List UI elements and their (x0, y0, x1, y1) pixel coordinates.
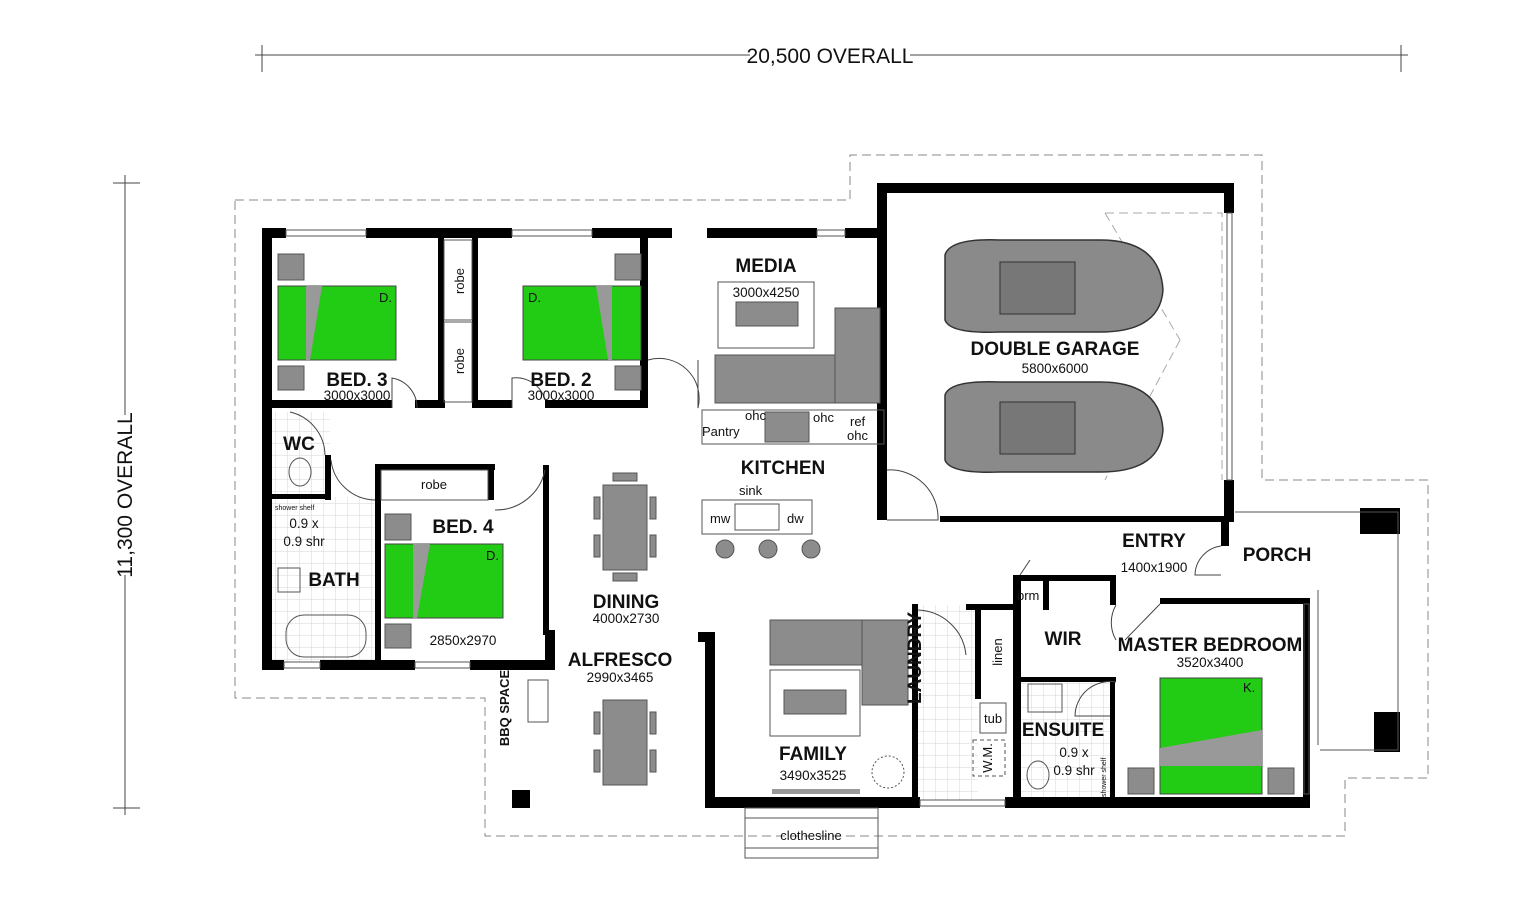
clothesline-label: clothesline (780, 828, 841, 843)
sofa-icon (714, 307, 881, 404)
toilet-icon (1026, 760, 1050, 790)
bed-icon (522, 253, 642, 391)
wm-label: W.M. (980, 743, 995, 773)
bed3-size: 3000x3000 (324, 388, 391, 403)
bed-icon (277, 253, 397, 391)
robe-label: robe (421, 477, 447, 492)
entry-size: 1400x1900 (1121, 560, 1188, 575)
entry-label: ENTRY (1122, 531, 1186, 552)
alfresco-label: ALFRESCO (568, 650, 673, 671)
bath-floor (270, 497, 375, 662)
tv-unit (772, 789, 860, 794)
media-label: MEDIA (735, 256, 797, 277)
master-bed-tag: K. (1243, 680, 1255, 695)
linen-label: linen (990, 638, 1005, 665)
kitchen-label: KITCHEN (741, 458, 825, 479)
bed3-label: BED. 3 (326, 370, 387, 391)
media-size: 3000x4250 (733, 285, 800, 300)
bed4-tag: D. (486, 548, 499, 563)
bed3-tag: D. (379, 290, 392, 305)
wir-label: WIR (1045, 629, 1082, 650)
sink-icon (734, 503, 780, 531)
pantry-label: Pantry (702, 424, 740, 439)
ohc-label: ohc (847, 428, 868, 443)
sofa-icon (769, 619, 909, 706)
garage-label: DOUBLE GARAGE (971, 339, 1140, 360)
alfresco-table-icon (593, 699, 657, 786)
laundry-label: LAUNDRY (905, 611, 926, 704)
bath-shower-shelf: shower shelf (275, 505, 314, 512)
porch-label: PORCH (1243, 545, 1312, 566)
alfresco-size: 2990x3465 (587, 670, 654, 685)
dw-label: dw (787, 511, 804, 526)
ensuite-floor (1015, 680, 1115, 800)
windows (283, 212, 1399, 807)
ohc-label: ohc (745, 408, 766, 423)
robe-bed3 (443, 239, 473, 321)
bbq-label: BBQ SPACE (497, 670, 512, 747)
bed2-size: 3000x3000 (528, 388, 595, 403)
ref-label: ref (850, 414, 866, 429)
ohc-label: ohc (813, 410, 834, 425)
basin-icon (1027, 683, 1063, 713)
bath-label: BATH (308, 570, 359, 591)
robe-label: robe (452, 268, 467, 294)
rug-table-icon (717, 281, 815, 349)
car-icon (944, 381, 1164, 473)
family-size: 3490x3525 (780, 768, 847, 783)
bed-icon (1127, 677, 1295, 795)
wc-label: WC (283, 434, 315, 455)
walls (262, 183, 1400, 808)
dining-label: DINING (593, 592, 660, 613)
wc-floor (270, 412, 330, 497)
bed4-label: BED. 4 (432, 517, 494, 538)
overall-width-label: 20,500 OVERALL (747, 45, 914, 68)
bed4-size: 2850x2970 (430, 633, 497, 648)
clothesline-icon (744, 807, 879, 859)
robe-label: robe (452, 348, 467, 374)
family-label: FAMILY (779, 744, 847, 765)
garage-size: 5800x6000 (1022, 361, 1089, 376)
laundry-floor (918, 605, 978, 800)
bath-shower-1: 0.9 x (289, 516, 319, 531)
bathtub-icon (285, 614, 367, 658)
bath-shower-2: 0.9 shr (283, 534, 325, 549)
ensuite-shower-1: 0.9 x (1059, 745, 1089, 760)
doors (289, 357, 1222, 717)
dining-table-icon (593, 472, 657, 582)
robe-bed2 (443, 321, 473, 403)
tub-icon (979, 702, 1007, 734)
cooktop-icon (764, 411, 810, 443)
master-label: MASTER BEDROOM (1118, 635, 1303, 656)
robe-bed4 (380, 469, 489, 501)
eave-outline (234, 154, 1429, 837)
washing-machine-icon (972, 739, 1006, 777)
overall-width-dimension: 20,500 OVERALL (255, 43, 1408, 72)
brm-label: brm (1017, 588, 1039, 603)
mw-label: mw (710, 511, 731, 526)
sink-label: sink (739, 483, 763, 498)
stool-icons (715, 539, 821, 559)
plant-icon (871, 755, 905, 789)
kitchen-bench (701, 409, 885, 445)
bed2-tag: D. (528, 290, 541, 305)
toilet-icon (288, 457, 312, 487)
dining-size: 4000x2730 (593, 611, 660, 626)
ensuite-shower-shelf: shower shelf (1101, 758, 1108, 797)
basin-icon (277, 567, 301, 593)
overall-depth-label: 11,300 OVERALL (114, 412, 137, 577)
overall-depth-dimension: 11,300 OVERALL (113, 175, 140, 815)
ensuite-label: ENSUITE (1022, 720, 1104, 741)
kitchen-island (701, 499, 813, 535)
bed-icon (384, 513, 504, 649)
rug-table-icon (769, 669, 861, 737)
car-icon (944, 239, 1164, 333)
bed2-label: BED. 2 (530, 370, 591, 391)
master-size: 3520x3400 (1177, 655, 1244, 670)
ensuite-shower-2: 0.9 shr (1053, 763, 1095, 778)
tub-label: tub (984, 711, 1002, 726)
bbq-icon (527, 679, 549, 723)
